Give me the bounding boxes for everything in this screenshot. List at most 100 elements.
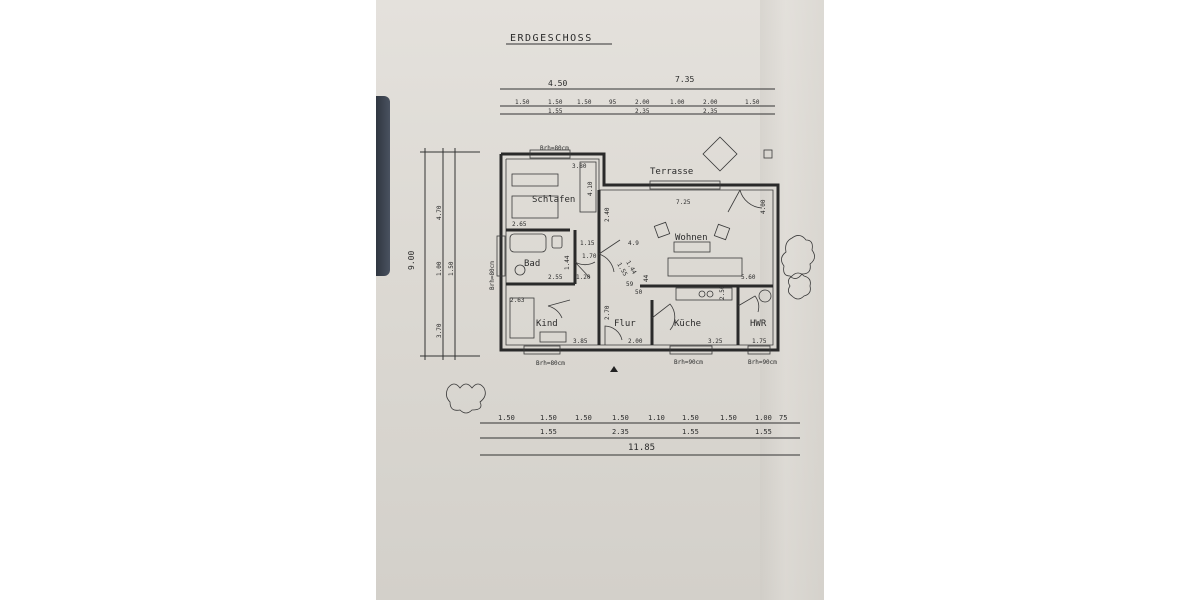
room-label-kind: Kind [536, 319, 558, 329]
dim-kind-w: 3.85 [573, 338, 588, 345]
bed-kind [509, 297, 535, 339]
window-schlafen [529, 149, 571, 159]
furniture [509, 136, 773, 343]
window-notes: Brh=80cm Brh=80cm Brh=80cm Brh=90cm Brh=… [489, 145, 777, 367]
dim-wohnen-w: 7.25 [676, 199, 691, 206]
room-label-wohnen: Wohnen [675, 233, 708, 243]
dim-misc-c: 50 [635, 289, 643, 296]
note-window-kind: Brh=80cm [536, 360, 565, 367]
dim-hwr-w: 1.75 [752, 338, 767, 345]
note-window-hwr: Brh=90cm [748, 359, 777, 366]
dim-flur-w: 2.00 [628, 338, 643, 345]
windows [496, 149, 771, 355]
note-window-bad: Brh=80cm [489, 261, 496, 290]
bottom-dim-seg-9: 75 [779, 414, 787, 422]
top-dim-overall-right: 7.35 [675, 75, 694, 84]
terrace-marker [763, 149, 773, 159]
left-dim-seg-3: 1.50 [448, 261, 455, 276]
window-bad [496, 235, 506, 277]
bottom-dim-seg-4: 1.50 [612, 414, 629, 422]
top-dim-seg-6: 1.00 [670, 99, 685, 106]
door-kind [547, 299, 571, 319]
room-label-hwr: HWR [750, 319, 767, 329]
bottom-dim-seg-7: 1.50 [720, 414, 737, 422]
note-window-kueche: Brh=90cm [674, 359, 703, 366]
left-dimension-chain: 9.00 4.70 1.00 1.50 3.70 [407, 148, 480, 360]
dim-wohnen-h: 2.40 [604, 207, 611, 222]
washbasin [514, 264, 526, 276]
bottom-dimension-chain: 1.50 1.50 1.50 1.50 1.10 1.50 1.50 1.00 … [480, 414, 800, 456]
washing-machine [758, 289, 772, 303]
entrance-arrow [610, 366, 618, 372]
dim-wohnen-b: 5.60 [741, 274, 756, 281]
dim-bad-c: 2.55 [548, 274, 563, 281]
door-bad [574, 261, 596, 279]
coffee-table [673, 241, 711, 253]
door-hwr [737, 295, 760, 313]
top-dim-lower-2: 2.35 [635, 108, 650, 115]
top-dim-seg-7: 2.00 [703, 99, 718, 106]
outer-wall [499, 152, 780, 352]
bottom-dim-lower-2: 2.35 [612, 428, 629, 436]
window-kueche [669, 345, 713, 355]
doors [547, 189, 763, 345]
bottom-dim-seg-6: 1.50 [682, 414, 699, 422]
dim-misc-d: 4.9 [628, 240, 639, 247]
shrub-left [446, 383, 486, 414]
dim-flur-h: 2.70 [604, 305, 611, 320]
room-labels: Schlafen Bad Kind Flur Küche HWR Wohnen … [524, 167, 767, 329]
room-label-schlafen: Schlafen [532, 195, 575, 205]
armchair-left [653, 221, 671, 239]
bottom-dim-seg-5: 1.10 [648, 414, 665, 422]
outer-walls [499, 152, 780, 352]
wc [551, 235, 563, 249]
stove-1 [698, 290, 706, 298]
bottom-dim-lower-4: 1.55 [755, 428, 772, 436]
door-wohnen [598, 239, 621, 273]
dim-schlafen-b: 2.65 [512, 221, 527, 228]
window-hwr [747, 345, 771, 355]
room-label-bad: Bad [524, 259, 540, 269]
dim-bad-a: 1.15 [580, 240, 595, 247]
shrub-right-2 [788, 272, 811, 300]
top-dim-seg-5: 2.00 [635, 99, 650, 106]
wardrobe-schlafen [579, 161, 597, 213]
left-dim-seg-4: 3.70 [436, 323, 443, 338]
dim-wohnen-r: 4.00 [760, 199, 767, 214]
paper-fold [760, 0, 824, 600]
bottom-dim-seg-8: 1.00 [755, 414, 772, 422]
top-dim-seg-1: 1.50 [515, 99, 530, 106]
shrub-right-1 [781, 235, 815, 279]
dim-misc-b: 59 [626, 281, 634, 288]
terrace-table [702, 136, 738, 172]
bed-schlafen-2 [511, 195, 559, 219]
dim-bad-d: 1.20 [576, 274, 591, 281]
door-entrance [604, 325, 623, 345]
top-dim-lower-3: 2.35 [703, 108, 718, 115]
dim-kueche-w: 3.25 [708, 338, 723, 345]
stove-2 [706, 290, 714, 298]
top-dim-seg-3: 1.50 [577, 99, 592, 106]
inner-wall-line [505, 158, 774, 346]
dim-bad-b: 1.70 [582, 253, 597, 260]
dim-bad-e: 1.44 [564, 255, 571, 270]
bottom-dim-seg-1: 1.50 [498, 414, 515, 422]
bottom-dim-lower-3: 1.55 [682, 428, 699, 436]
note-window-schlafen: Brh=80cm [540, 145, 569, 152]
bottom-dim-overall: 11.85 [628, 443, 655, 453]
dim-misc-a: 44 [643, 274, 650, 282]
top-dimension-chain: 4.50 7.35 1.50 1.50 1.50 95 2.00 1.00 2.… [500, 75, 775, 115]
bathtub [509, 233, 547, 253]
interior-dimensions: 3.80 4.10 2.65 2.40 1.15 1.70 2.55 1.20 … [510, 163, 767, 345]
door-kueche [651, 303, 676, 331]
window-kind [523, 345, 561, 355]
clipboard-edge [376, 96, 390, 276]
kitchen-counter [675, 287, 733, 301]
room-label-flur: Flur [614, 319, 636, 329]
left-dim-overall: 9.00 [407, 251, 416, 270]
left-dim-seg-2: 1.00 [436, 261, 443, 276]
interior-walls [506, 190, 773, 345]
top-dim-seg-2: 1.50 [548, 99, 563, 106]
room-label-kueche: Küche [674, 319, 701, 329]
